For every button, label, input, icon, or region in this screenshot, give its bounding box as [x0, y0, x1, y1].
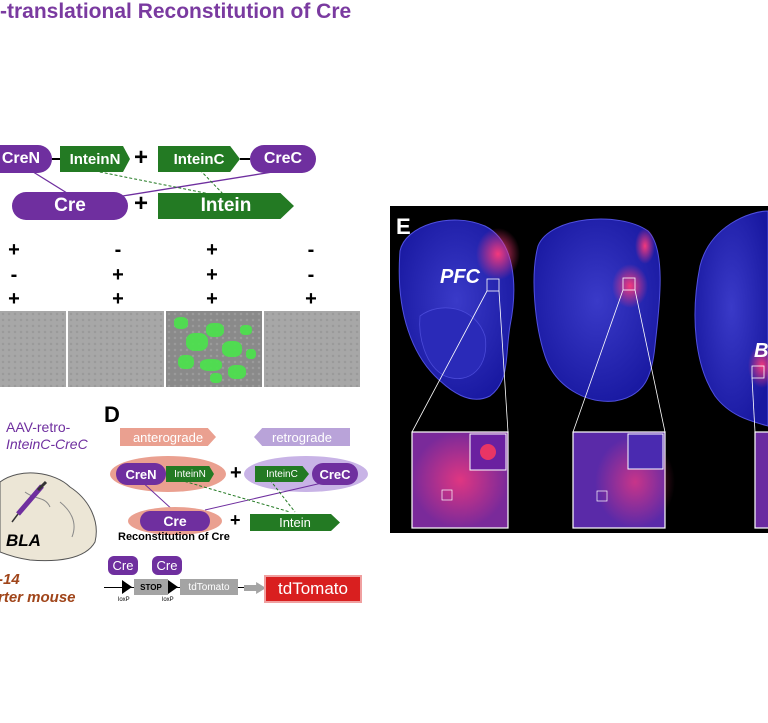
grid-sign: -	[7, 264, 21, 287]
inteinc-pill: InteinC	[158, 146, 240, 172]
virus-name: AAV-retro-	[6, 419, 88, 436]
virus-construct: InteinC-CreC	[6, 436, 88, 453]
stop-cassette: STOP	[134, 579, 168, 595]
brain-sections-image	[390, 206, 768, 533]
plus-sign: +	[230, 510, 241, 531]
intein-pill: Intein	[158, 193, 294, 219]
grid-sign: +	[7, 239, 21, 262]
loxp-label: loxP	[162, 597, 174, 603]
loxp-triangle-icon	[168, 580, 178, 594]
grid-sign: +	[205, 264, 219, 287]
anterograde-arrow: anterograde	[120, 428, 216, 446]
grid-sign: +	[205, 239, 219, 262]
crec-pill: CreC	[312, 463, 358, 485]
grid-sign: +	[7, 288, 21, 311]
crec-pill: CreC	[250, 145, 316, 173]
cren-pill: CreN	[0, 145, 52, 173]
arrow-right-icon	[244, 582, 266, 594]
grid-sign: +	[111, 264, 125, 287]
plus-sign: +	[134, 190, 148, 218]
grid-sign: -	[111, 239, 125, 262]
figure-title: -translational Reconstitution of Cre	[0, 0, 768, 24]
tdtomato-output: tdTomato	[264, 575, 362, 603]
inteinc-pill: InteinC	[255, 466, 309, 482]
micro-image	[264, 311, 360, 387]
retrograde-arrow: retrograde	[254, 428, 350, 446]
inteinn-pill: InteinN	[60, 146, 130, 172]
grid-sign: +	[111, 288, 125, 311]
grid-sign: -	[304, 239, 318, 262]
panel-d-label: D	[104, 402, 120, 428]
grid-sign: +	[205, 288, 219, 311]
brain-drawing	[0, 462, 110, 572]
cren-pill: CreN	[116, 463, 166, 485]
plus-sign: +	[134, 144, 148, 172]
pfc-label: PFC	[440, 266, 480, 289]
panel-e: E PFC B	[390, 206, 768, 533]
grid-sign: -	[304, 264, 318, 287]
cre-pill: Cre	[140, 511, 210, 531]
plus-sign: +	[230, 462, 242, 485]
grid-sign: +	[304, 288, 318, 311]
loxp-label: loxP	[118, 597, 130, 603]
panel-e-label: E	[396, 214, 411, 240]
mouse-type-label: rter mouse	[0, 589, 76, 607]
cre-badge: Cre	[152, 556, 182, 575]
inteinn-pill: InteinN	[166, 466, 214, 482]
cre-pill: Cre	[12, 192, 128, 220]
mouse-line-label: -14	[0, 571, 76, 589]
intein-pill: Intein	[250, 514, 340, 531]
loxp-triangle-icon	[122, 580, 132, 594]
micro-image	[68, 311, 164, 387]
region-label-partial: B	[754, 340, 768, 363]
micro-image	[0, 311, 66, 387]
tdtomato-gene: tdTomato	[180, 579, 238, 595]
cre-badge: Cre	[108, 556, 138, 575]
reconstitution-caption: Reconstitution of Cre	[118, 531, 230, 543]
bla-label: BLA	[6, 531, 41, 551]
micro-image-gfp	[166, 311, 262, 387]
